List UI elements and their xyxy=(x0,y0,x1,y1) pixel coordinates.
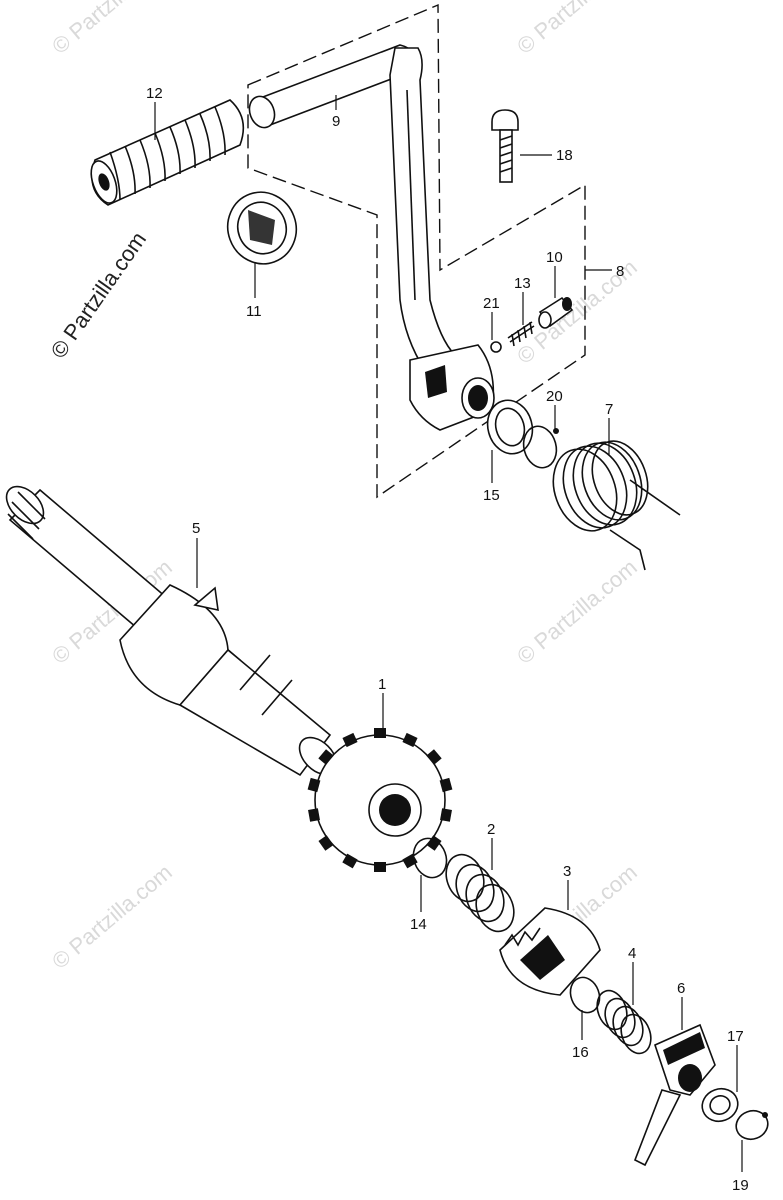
label-10: 10 xyxy=(546,249,563,266)
label-2: 2 xyxy=(487,821,495,838)
part-4-spring xyxy=(596,989,652,1055)
watermark-6: © Partzilla.com xyxy=(47,859,177,973)
label-5: 5 xyxy=(192,520,200,537)
part-2-spring xyxy=(445,853,515,933)
leader-lines xyxy=(154,95,743,1172)
label-16: 16 xyxy=(572,1044,589,1061)
label-7: 7 xyxy=(605,401,613,418)
label-8: 8 xyxy=(616,263,624,280)
part-9-kick-arm xyxy=(248,44,495,431)
part-18-bolt xyxy=(491,109,519,183)
label-18: 18 xyxy=(556,147,573,164)
label-19: 19 xyxy=(732,1177,749,1194)
part-15-washer xyxy=(486,399,534,455)
label-13: 13 xyxy=(514,275,531,292)
label-15: 15 xyxy=(483,487,500,504)
label-12: 12 xyxy=(146,85,163,102)
label-14: 14 xyxy=(410,916,427,933)
part-10-plug xyxy=(538,296,574,329)
part-6-stopper xyxy=(633,1023,716,1167)
watermark-5: © Partzilla.com xyxy=(512,554,642,668)
watermark-2: © Partzilla.com xyxy=(512,0,642,59)
part-7-kick-spring xyxy=(552,440,681,571)
part-13-spring xyxy=(507,321,535,347)
part-19-circlip xyxy=(735,1109,769,1141)
part-3-ratchet xyxy=(499,907,601,996)
label-21: 21 xyxy=(483,295,500,312)
watermark-main: © Partzilla.com xyxy=(46,227,152,363)
part-21-ball xyxy=(490,341,502,353)
part-16-circlip xyxy=(569,976,601,1014)
part-14-circlip xyxy=(412,837,448,879)
callout-labels: 12 9 11 18 10 8 13 21 20 7 15 5 1 2 14 3… xyxy=(146,85,749,1194)
watermark-1: © Partzilla.com xyxy=(47,0,177,59)
label-3: 3 xyxy=(563,863,571,880)
part-1-gear xyxy=(307,728,453,872)
label-1: 1 xyxy=(378,676,386,693)
label-6: 6 xyxy=(677,980,685,997)
label-11: 11 xyxy=(246,303,262,320)
part-5-spindle xyxy=(5,485,338,777)
label-9: 9 xyxy=(332,113,340,130)
assembly-outline xyxy=(247,3,586,499)
label-17: 17 xyxy=(727,1028,744,1045)
part-11-cap xyxy=(226,191,298,265)
label-20: 20 xyxy=(546,388,563,405)
part-17-washer xyxy=(701,1087,739,1123)
part-12-kick-rubber xyxy=(90,99,245,206)
label-4: 4 xyxy=(628,945,636,962)
